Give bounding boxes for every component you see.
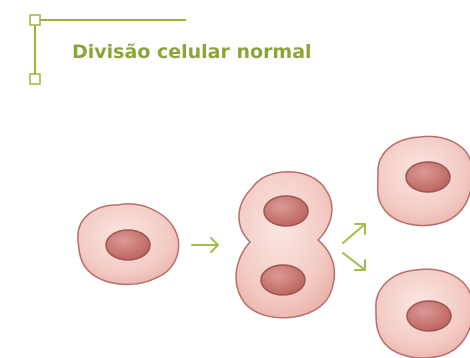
diagram-title: Divisão celular normal	[72, 41, 312, 63]
parent-nucleus	[106, 230, 150, 260]
arrow-to-dividing-cell	[192, 238, 218, 252]
upper-daughter-cell	[378, 136, 470, 225]
arrow-to-upper-daughter	[343, 224, 365, 243]
parent-cell	[78, 204, 179, 285]
upper-daughter-nucleus	[406, 162, 450, 192]
upper-nucleus	[264, 196, 308, 226]
bracket-bottom-square	[30, 74, 40, 84]
arrow-to-lower-daughter	[343, 253, 365, 270]
dividing-cell	[236, 172, 334, 318]
bracket-top-square	[30, 15, 40, 25]
lower-nucleus	[261, 265, 305, 295]
lower-daughter-cell	[376, 269, 470, 358]
lower-daughter-nucleus	[407, 301, 451, 331]
